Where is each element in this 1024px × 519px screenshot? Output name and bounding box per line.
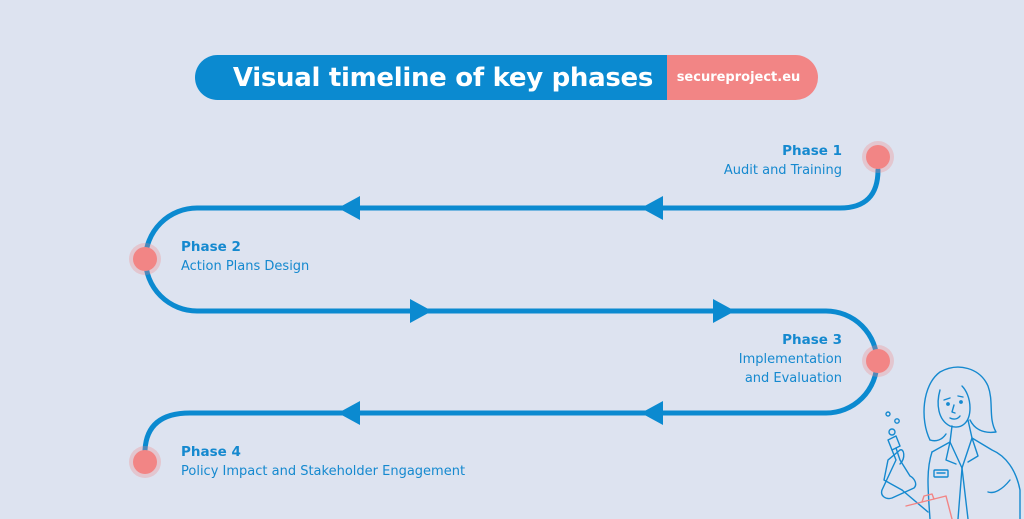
- phase-title: Phase 1: [782, 143, 842, 159]
- phase-title: Phase 4: [181, 444, 241, 460]
- phase-description: Action Plans Design: [181, 259, 310, 274]
- arrow-left-icon: [641, 196, 663, 220]
- title-banner: Visual timeline of key phases secureproj…: [195, 55, 818, 100]
- phase-2-marker: [129, 243, 161, 275]
- phase-3-label: Phase 3 Implementation and Evaluation: [739, 331, 842, 388]
- scientist-with-flask-icon: [880, 366, 1021, 519]
- phase-description: Audit and Training: [723, 163, 842, 178]
- phase-description: Implementation: [738, 352, 842, 367]
- phase-4-marker: [129, 446, 161, 478]
- phase-4-label: Phase 4 Policy Impact and Stakeholder En…: [181, 443, 465, 481]
- arrow-left-icon: [338, 401, 360, 425]
- phase-title: Phase 2: [181, 239, 241, 255]
- page-title: Visual timeline of key phases: [195, 55, 667, 100]
- phase-description: and Evaluation: [744, 371, 842, 386]
- arrow-left-icon: [338, 196, 360, 220]
- phase-1-label: Phase 1 Audit and Training: [724, 142, 842, 180]
- arrow-left-icon: [641, 401, 663, 425]
- timeline-line: [142, 167, 881, 453]
- phase-2-label: Phase 2 Action Plans Design: [181, 238, 309, 276]
- phase-description: Policy Impact and Stakeholder Engagement: [181, 464, 466, 479]
- phase-title: Phase 3: [782, 332, 842, 348]
- phase-1-marker: [862, 141, 894, 173]
- site-label: secureproject.eu: [667, 55, 818, 100]
- arrow-right-icon: [410, 299, 432, 323]
- phase-3-marker: [862, 345, 894, 377]
- arrow-right-icon: [713, 299, 735, 323]
